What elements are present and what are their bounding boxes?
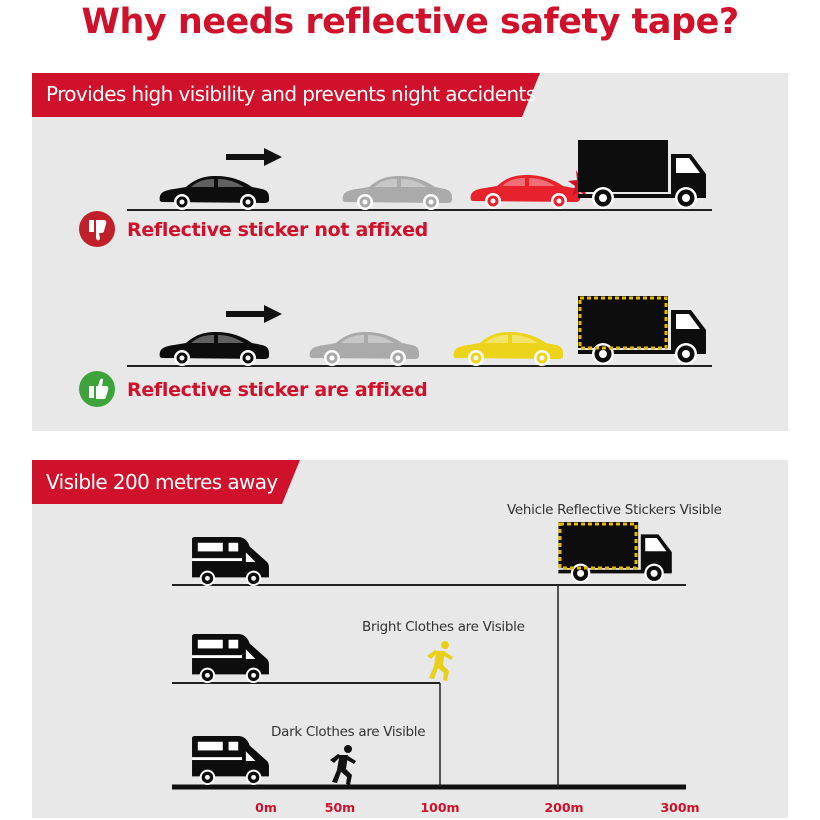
section2-banner: Visible 200 metres away: [46, 470, 278, 494]
bright-clothes-label: Bright Clothes are Visible: [362, 619, 525, 635]
dark-clothes-label: Dark Clothes are Visible: [271, 724, 426, 740]
thumbs-up-icon: [79, 371, 115, 407]
vehicle-visible-label: Vehicle Reflective Stickers Visible: [507, 502, 722, 518]
tick-label: 300m: [660, 800, 700, 815]
page-title: Why needs reflective safety tape?: [81, 2, 739, 42]
affixed-status: Reflective sticker are affixed: [127, 379, 428, 401]
section2-banner-shape: [32, 460, 300, 504]
section1-banner-shape: [32, 73, 540, 117]
bright-runner-icon: [427, 641, 453, 681]
rv-icon: [192, 634, 269, 684]
not-affixed-status: Reflective sticker not affixed: [127, 219, 428, 241]
tick-label: 200m: [544, 800, 584, 815]
section1-banner: Provides high visibility and prevents ni…: [46, 82, 536, 106]
rv-icon: [192, 736, 269, 786]
distance-panel: [32, 460, 788, 818]
reflective-truck-icon: [558, 522, 672, 584]
dark-runner-icon: [330, 745, 356, 785]
rv-icon: [192, 537, 269, 587]
visibility-panel: [32, 73, 788, 431]
thumbs-down-icon: [79, 211, 115, 247]
tick-label: 0m: [255, 800, 277, 815]
tick-label: 50m: [324, 800, 356, 815]
tick-label: 100m: [420, 800, 460, 815]
